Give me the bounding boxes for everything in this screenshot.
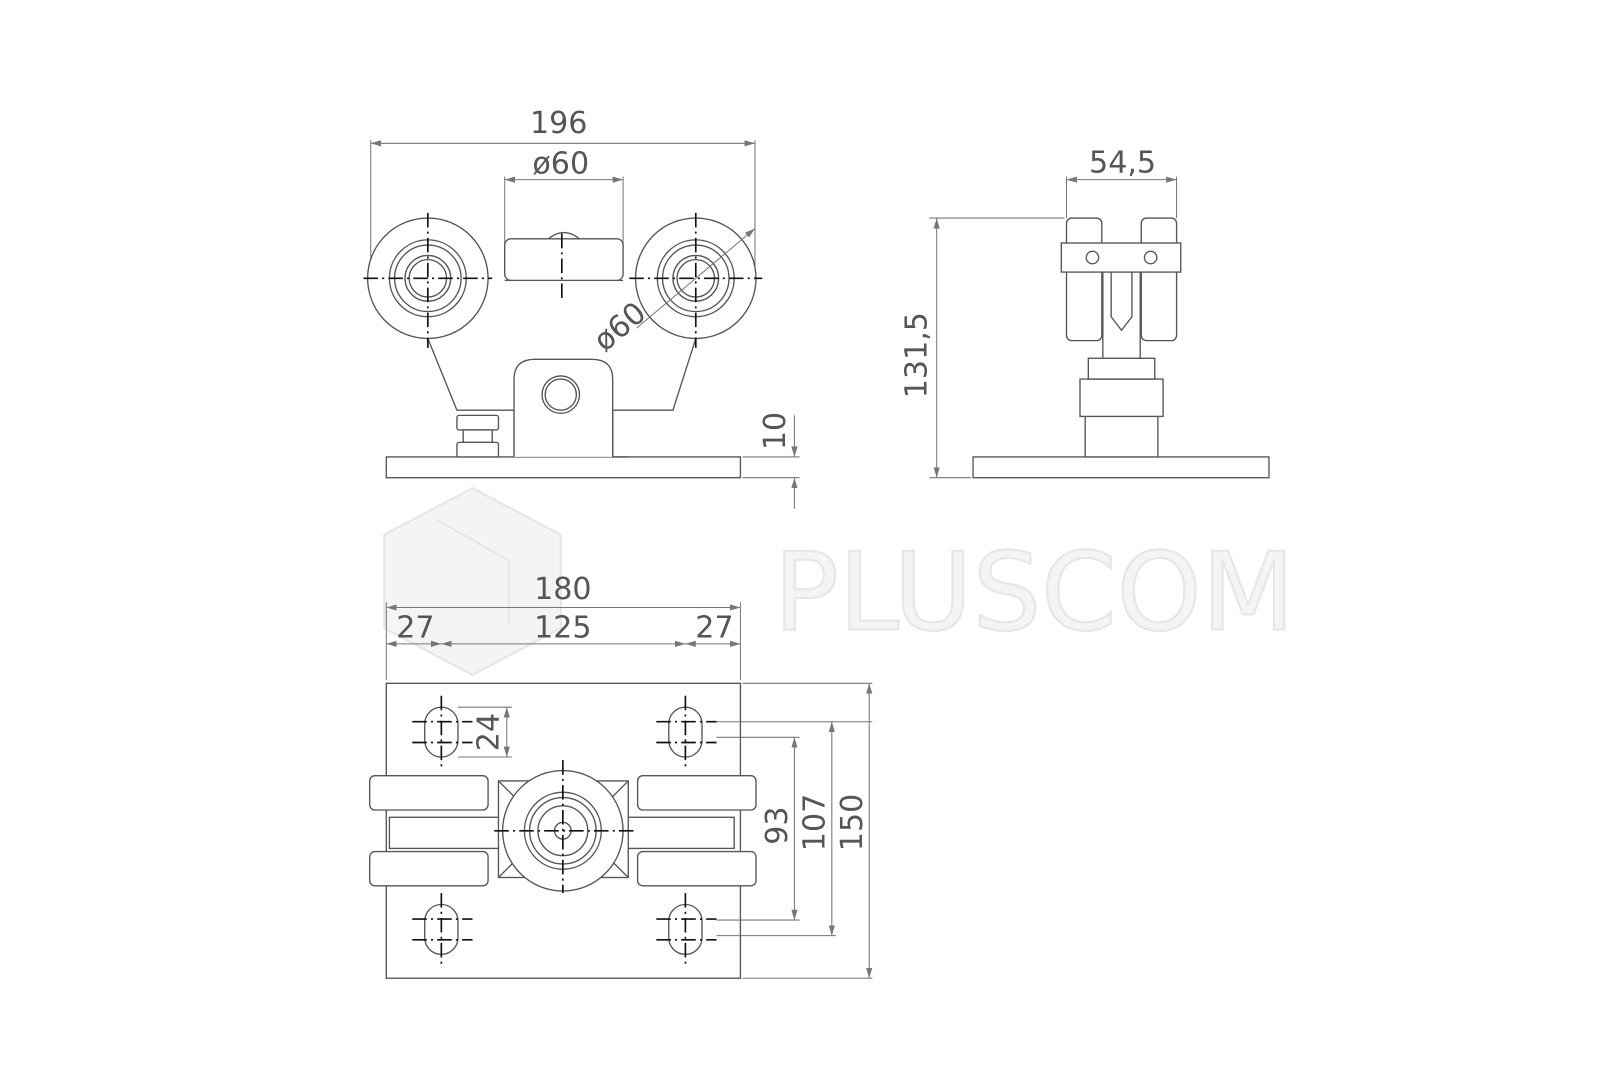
top-wheel [369, 850, 489, 887]
dim-plate-length: 150 [835, 794, 870, 851]
side-view: 54,5 131,5 [899, 145, 1270, 479]
base-plate [385, 456, 742, 479]
dim-side-width: 54,5 [1089, 145, 1156, 180]
center-wheel [504, 238, 624, 282]
top-wheel [636, 775, 757, 811]
dim-hole-spacing-inner: 93 [760, 806, 795, 844]
dim-hole-spacing-x: 125 [534, 611, 591, 646]
watermark-hex-logo [383, 486, 562, 677]
mounting-slots [412, 695, 717, 966]
nut [456, 414, 500, 431]
right-wheel [629, 212, 763, 348]
dim-edge-right: 27 [695, 611, 733, 646]
dim-overall-width: 196 [530, 106, 587, 141]
dim-side-height: 131,5 [899, 312, 934, 398]
left-wheel [363, 212, 493, 348]
dim-plate-thickness: 10 [758, 412, 793, 450]
top-view: 180 27 125 27 24 [369, 572, 873, 979]
watermark-text: PLUSCOM [774, 530, 1295, 655]
side-wheel-right [1140, 217, 1178, 342]
dim-edge-left: 27 [396, 611, 434, 646]
top-wheel [636, 850, 757, 887]
front-view: 196 ø60 ø60 10 [363, 106, 800, 509]
side-wheel-left [1065, 217, 1103, 342]
watermark-hex-inner [435, 518, 510, 624]
dim-hole-spacing-outer: 107 [798, 794, 833, 851]
dim-center-wheel-diameter: ø60 [532, 146, 589, 181]
dim-plate-width: 180 [534, 572, 591, 607]
dim-slot-length: 24 [471, 713, 506, 751]
watermark: PLUSCOM [383, 486, 1296, 677]
top-wheel [369, 775, 489, 811]
